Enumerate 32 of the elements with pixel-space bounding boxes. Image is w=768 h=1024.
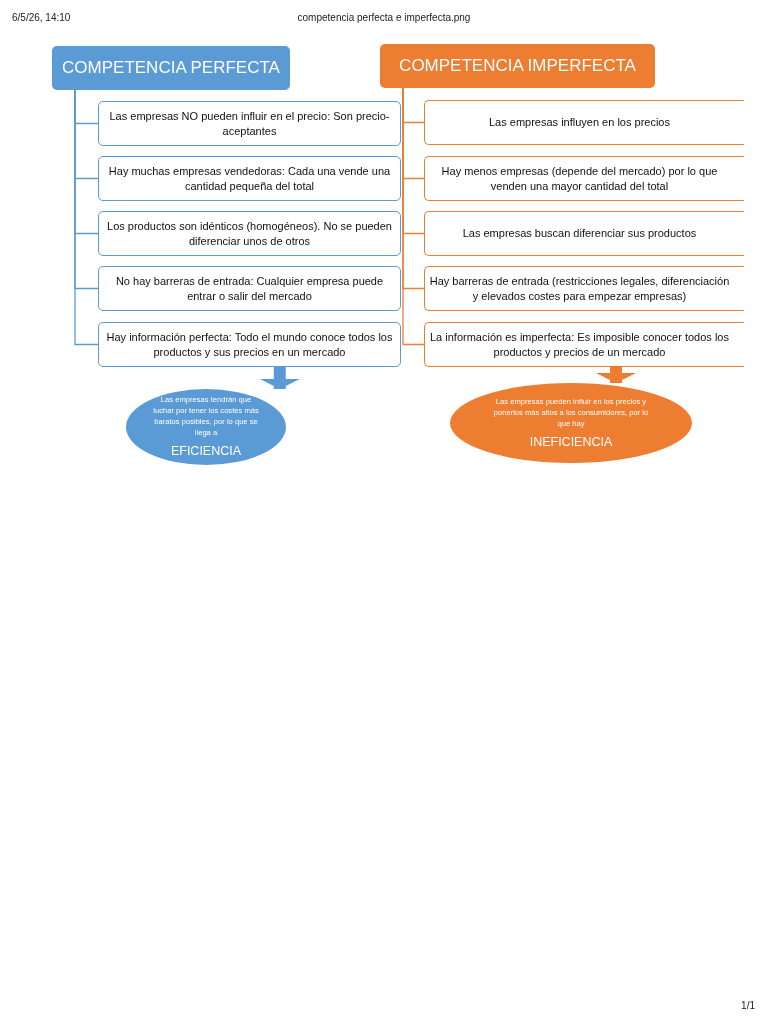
statement-text: Hay información perfecta: Todo el mundo conoce todos los productos y sus precios en un mercado: [105, 330, 394, 359]
title-banner: [52, 46, 290, 90]
text-box: [98, 156, 401, 201]
statement-text: Hay muchas empresas vendedoras: Cada una vende una cantidad pequeña del total: [107, 164, 392, 193]
statement-text: La información es imperfecta: Es imposible conocer todos los productos y precios de un mercado: [429, 330, 730, 359]
connector-line: [74, 89, 99, 346]
heading-text: COMPETENCIA IMPERFECTA: [399, 56, 636, 76]
text-box: [424, 266, 744, 311]
text-box: [424, 211, 744, 256]
statement-text: Las empresas influyen en los precios: [489, 115, 671, 130]
statement-text: No hay barreras de entrada: Cualquier empresa puede entrar o salir del mercado: [114, 274, 385, 303]
statement-text: Hay menos empresas (depende del mercado) por lo que venden una mayor cantidad del total: [440, 164, 719, 193]
text-box: [424, 156, 744, 201]
text-box: [98, 322, 401, 367]
result-keyword: EFICIENCIA: [170, 444, 242, 458]
block-arrow: [596, 367, 636, 383]
text-box: [98, 266, 401, 311]
text-box: [424, 100, 744, 145]
title-banner: [380, 44, 655, 88]
block-arrow: [259, 367, 300, 389]
heading-text: COMPETENCIA PERFECTA: [62, 58, 280, 78]
text-box: [98, 101, 401, 146]
result-keyword: INEFICIENCIA: [529, 434, 613, 449]
text-box: [98, 211, 401, 256]
page-title: competencia perfecta e imperfecta.png: [297, 12, 471, 23]
statement-text: Las empresas buscan diferenciar sus productos: [462, 226, 698, 241]
statement-text: Los productos son idénticos (homogéneos). No se pueden diferenciar unos de otros: [106, 219, 393, 248]
timestamp: 6/5/26, 14:10: [12, 12, 71, 23]
page-number: 1/1: [741, 1000, 755, 1011]
statement-text: Las empresas NO pueden influir en el precio: Son precio-aceptantes: [108, 109, 391, 138]
text-box: [424, 322, 744, 367]
statement-text: Hay barreras de entrada (restricciones legales, diferenciación y elevados costes para empezar empresas): [429, 274, 731, 303]
